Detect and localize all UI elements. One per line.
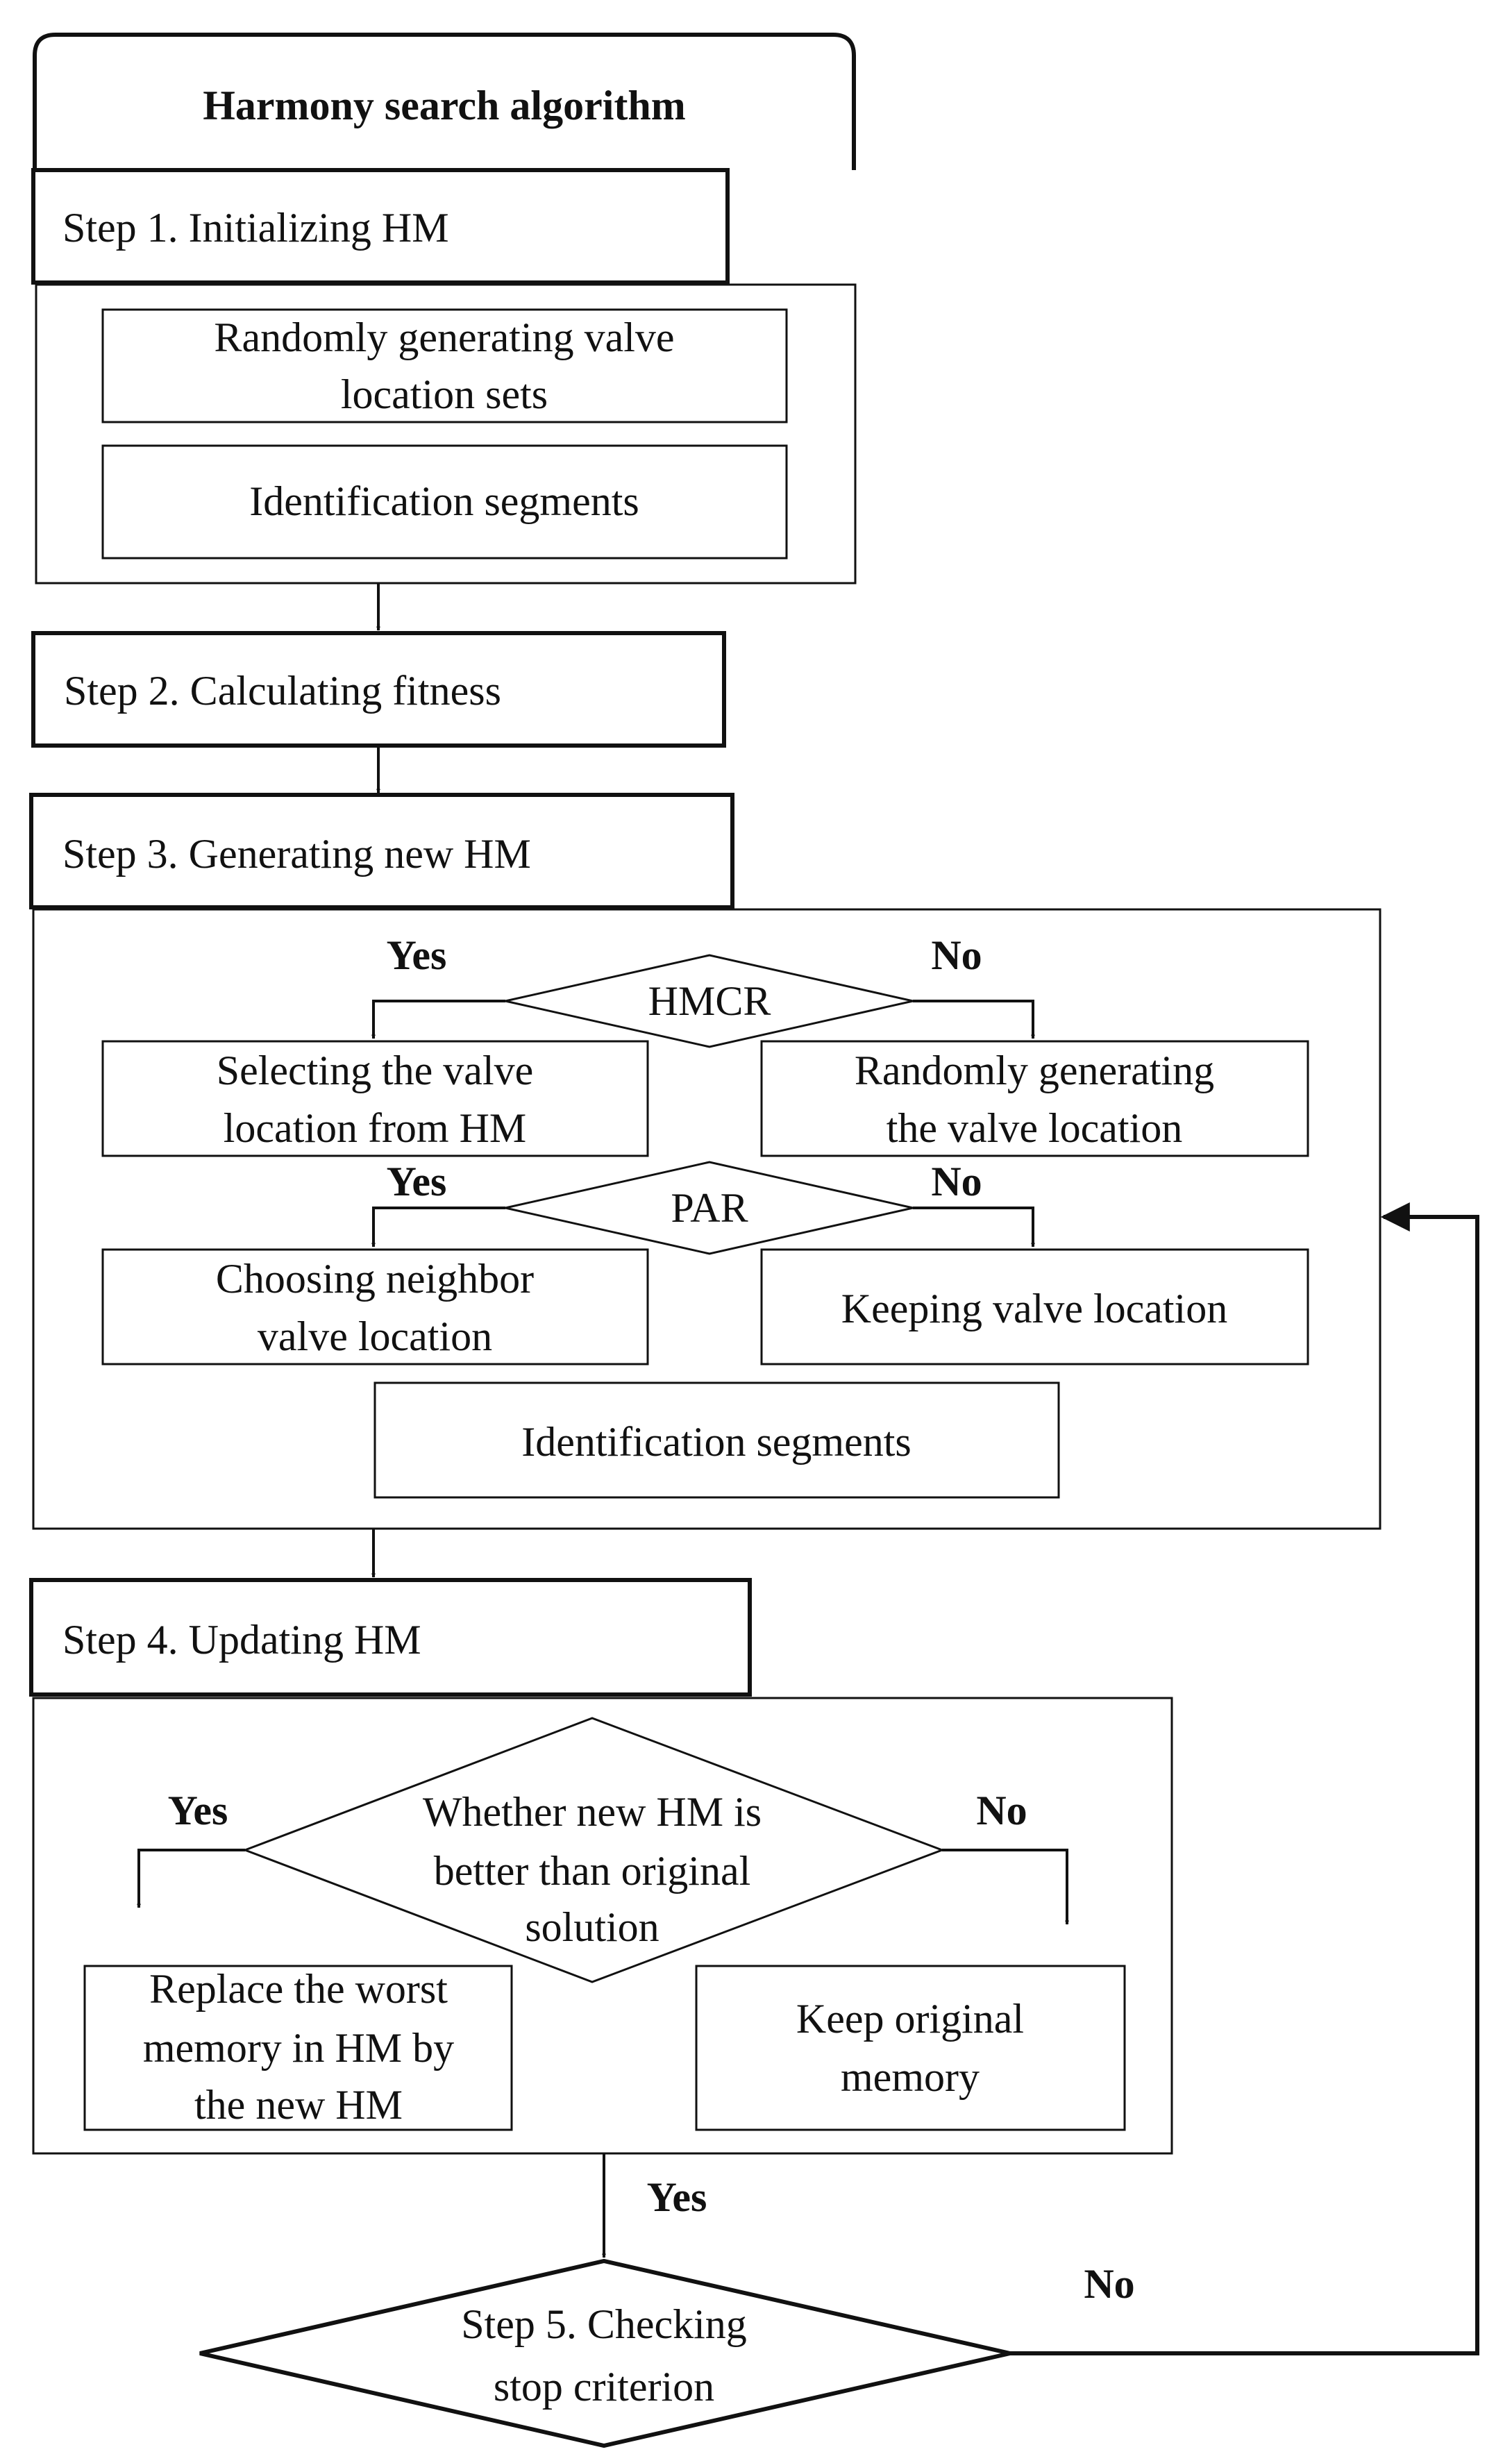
stop-criterion-line2: stop criterion [494, 2364, 714, 2410]
stop-no-loop-arrow [1010, 1202, 1479, 2355]
hmcr-yes-arrow [371, 1000, 505, 1039]
replace-worst-line1: Replace the worst [149, 1966, 448, 2012]
step1-ident-box [101, 444, 788, 560]
step4-header: Step 4. Updating HM [62, 1617, 421, 1663]
step5-yes: Yes [647, 2174, 707, 2220]
keep-memory-line1: Keep original [796, 1996, 1024, 2042]
keep-location-box [760, 1248, 1309, 1365]
better-decision-line2: better than original [434, 1848, 751, 1894]
hmcr-no-arrow [913, 1000, 1035, 1039]
better-decision-line1: Whether new HM is [423, 1789, 762, 1835]
step1-header: Step 1. Initializing HM [62, 205, 449, 251]
step2-header-box [31, 631, 726, 748]
select-from-hm-line2: location from HM [224, 1105, 527, 1151]
step3-header-box [29, 793, 734, 909]
step1-generate-box [101, 308, 788, 423]
random-generate-line2: the valve location [887, 1105, 1183, 1151]
neighbor-location-line2: valve location [258, 1313, 492, 1359]
step3-no-2: No [931, 1159, 982, 1204]
step1-generate-line2: location sets [341, 371, 548, 417]
step4-no: No [976, 1788, 1027, 1833]
replace-worst-line3: the new HM [194, 2082, 403, 2128]
step3-yes-2: Yes [387, 1159, 447, 1204]
stop-criterion-decision [199, 2258, 1011, 2448]
step3-header: Step 3. Generating new HM [62, 831, 531, 877]
better-decision-line3: solution [525, 1904, 659, 1950]
step1-header-box [31, 168, 730, 285]
par-label: PAR [671, 1185, 748, 1231]
better-yes-arrow [137, 1849, 245, 1908]
step2-header: Step 2. Calculating fitness [64, 668, 501, 714]
step4-yes: Yes [168, 1788, 228, 1833]
step5-no: No [1084, 2261, 1134, 2307]
keep-memory-line2: memory [841, 2054, 980, 2100]
hmcr-label: HMCR [648, 978, 771, 1024]
title-box [33, 33, 856, 170]
select-from-hm-box [101, 1040, 649, 1157]
keep-location-text: Keeping valve location [841, 1286, 1227, 1331]
step4-header-box [29, 1578, 752, 1697]
step3-ident-text: Identification segments [521, 1419, 912, 1465]
replace-worst-box [83, 1965, 513, 2131]
neighbor-location-box [101, 1248, 649, 1365]
select-from-hm-line1: Selecting the valve [217, 1048, 534, 1093]
stop-criterion-line1: Step 5. Checking [461, 2301, 747, 2347]
keep-memory-box [695, 1965, 1126, 2131]
step3-ident-box [373, 1381, 1060, 1499]
par-yes-arrow [371, 1207, 505, 1247]
par-no-arrow [913, 1207, 1035, 1247]
step1-generate-line1: Randomly generating valve [214, 314, 674, 360]
step3-yes-1: Yes [387, 932, 447, 978]
random-generate-line1: Randomly generating [855, 1048, 1214, 1093]
random-generate-box [760, 1040, 1309, 1157]
better-no-arrow [942, 1849, 1069, 1925]
neighbor-location-line1: Choosing neighbor [216, 1256, 534, 1302]
step3-no-1: No [931, 932, 982, 978]
replace-worst-line2: memory in HM by [143, 2025, 454, 2071]
step1-ident-text: Identification segments [249, 478, 639, 524]
title-text: Harmony search algorithm [203, 83, 685, 128]
